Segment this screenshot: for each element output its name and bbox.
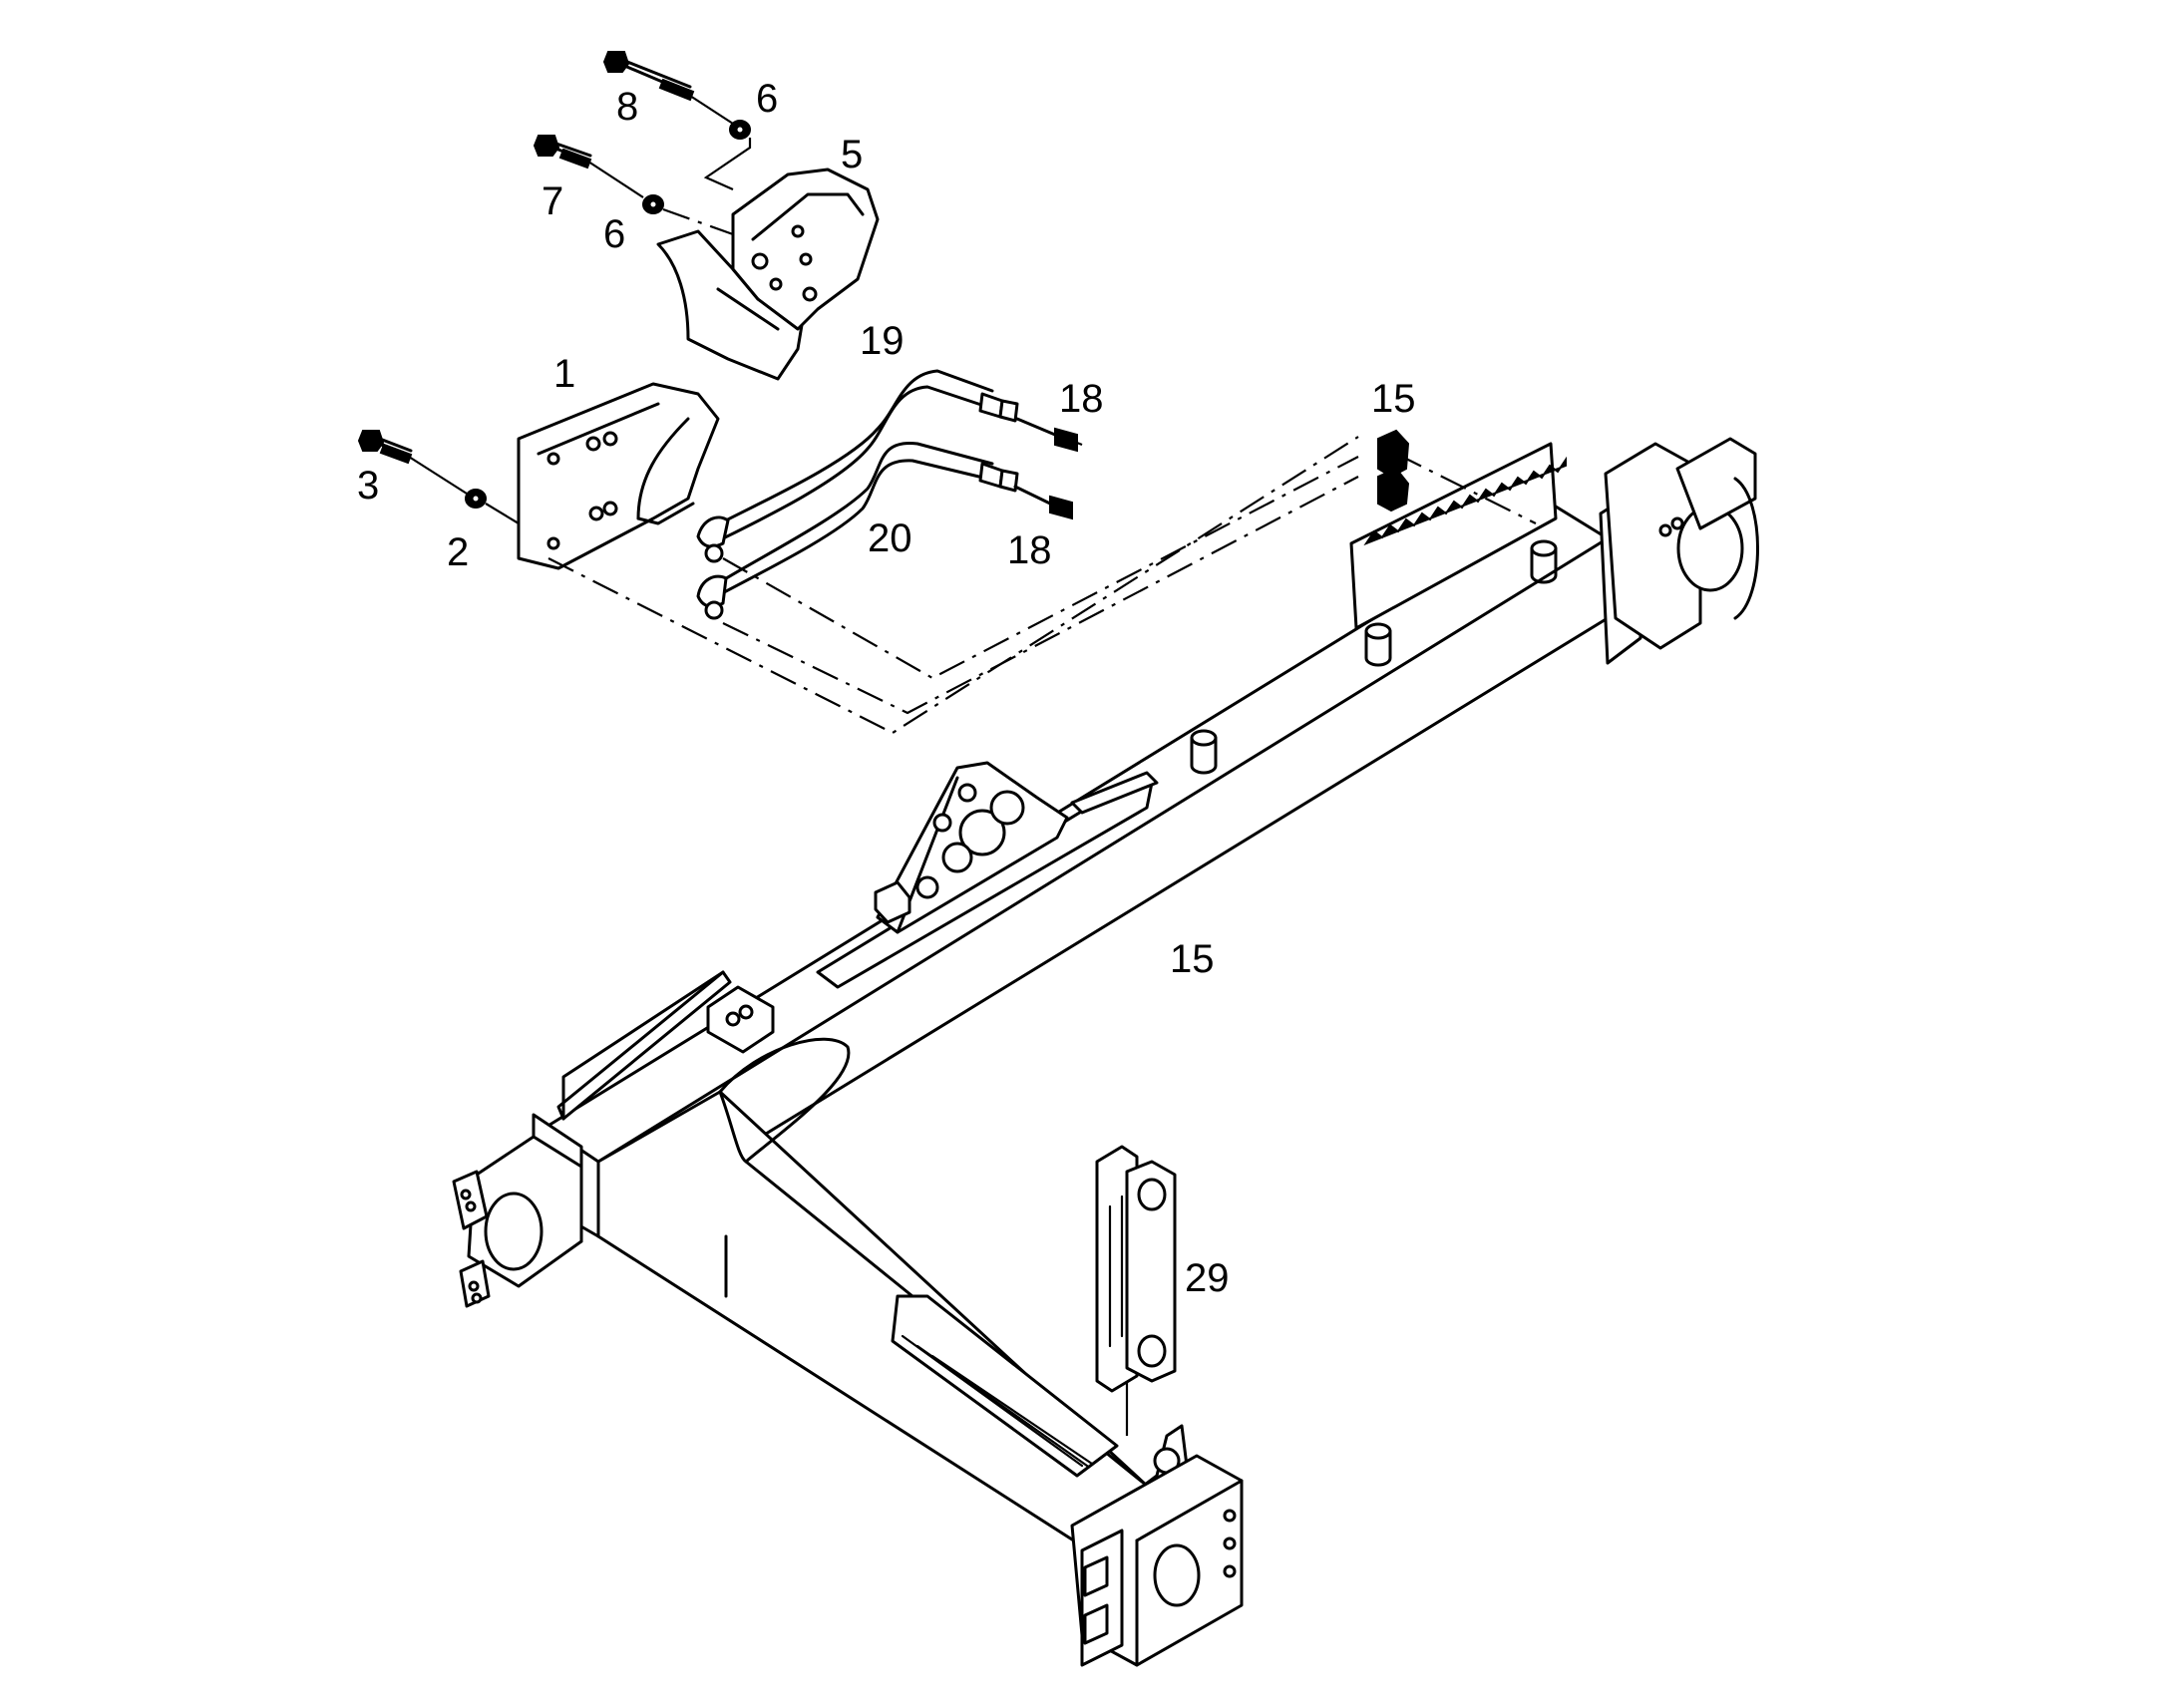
part-29-link: [1095, 1145, 1177, 1436]
hose-clamp-15: [1377, 429, 1410, 512]
lower-hitch-block: [1070, 1424, 1244, 1667]
part-1-clamp: [517, 382, 720, 570]
bolt-8: [602, 51, 695, 102]
callout-20: 20: [868, 516, 912, 560]
fitting-18-lower: [1013, 485, 1073, 520]
callout-5: 5: [841, 133, 863, 176]
callout-3: 3: [357, 464, 379, 508]
callout-2: 2: [447, 530, 469, 574]
callout-6-lower: 6: [603, 212, 625, 256]
main-frame: [452, 437, 1759, 1557]
washer-6-lower: [642, 194, 664, 214]
callout-labels: 8 6 5 7 6 19 1 18 15 3 2 20 18 15 29: [357, 77, 1416, 1300]
callout-18-upper: 18: [1059, 377, 1104, 421]
assembly-lines: [408, 95, 1537, 735]
callout-29: 29: [1185, 1256, 1230, 1300]
hose-20: [696, 442, 1019, 620]
fitting-18-upper: [1015, 417, 1078, 453]
washer-2: [465, 489, 487, 509]
callout-6-upper: 6: [756, 77, 778, 121]
callout-19: 19: [860, 319, 905, 363]
bolt-7: [533, 135, 592, 170]
part-5-clamp: [656, 168, 880, 381]
bolt-3: [357, 430, 413, 465]
callout-15-frame: 15: [1170, 937, 1215, 981]
callout-7: 7: [542, 179, 563, 223]
washer-6-upper: [729, 120, 751, 140]
callout-18-lower: 18: [1007, 528, 1052, 572]
callout-15-clamp: 15: [1371, 377, 1416, 421]
callout-8: 8: [616, 85, 638, 129]
callout-1: 1: [553, 352, 575, 396]
hose-19: [696, 369, 1019, 563]
